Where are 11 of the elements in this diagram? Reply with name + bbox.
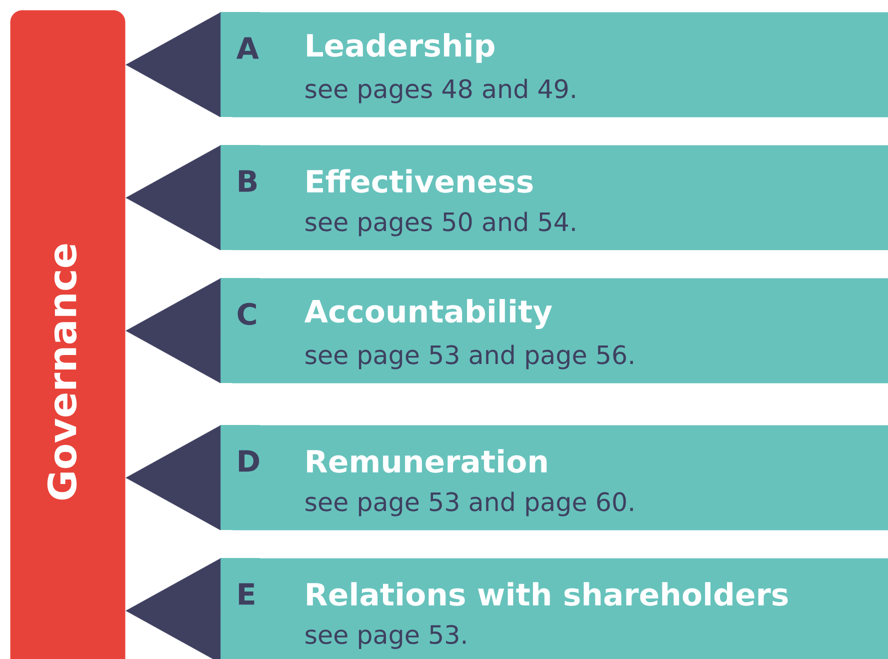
topic-box: B Effectiveness see pages 50 and 54.: [220, 145, 888, 250]
chevron-arrow: [126, 558, 221, 659]
chevron-arrow: [126, 12, 221, 118]
chevron-arrow: [126, 278, 221, 384]
side-bar: Governance: [10, 10, 126, 659]
chevron-arrow: [126, 145, 221, 250]
topic-box: D Remuneration see page 53 and page 60.: [220, 425, 888, 530]
topic-box: E Relations with shareholders see page 53.: [220, 558, 888, 659]
chevron-arrow: [126, 425, 221, 530]
topic-box: C Accountability see page 53 and page 56.: [220, 278, 888, 384]
topic-box: A Leadership see pages 48 and 49.: [220, 12, 888, 118]
